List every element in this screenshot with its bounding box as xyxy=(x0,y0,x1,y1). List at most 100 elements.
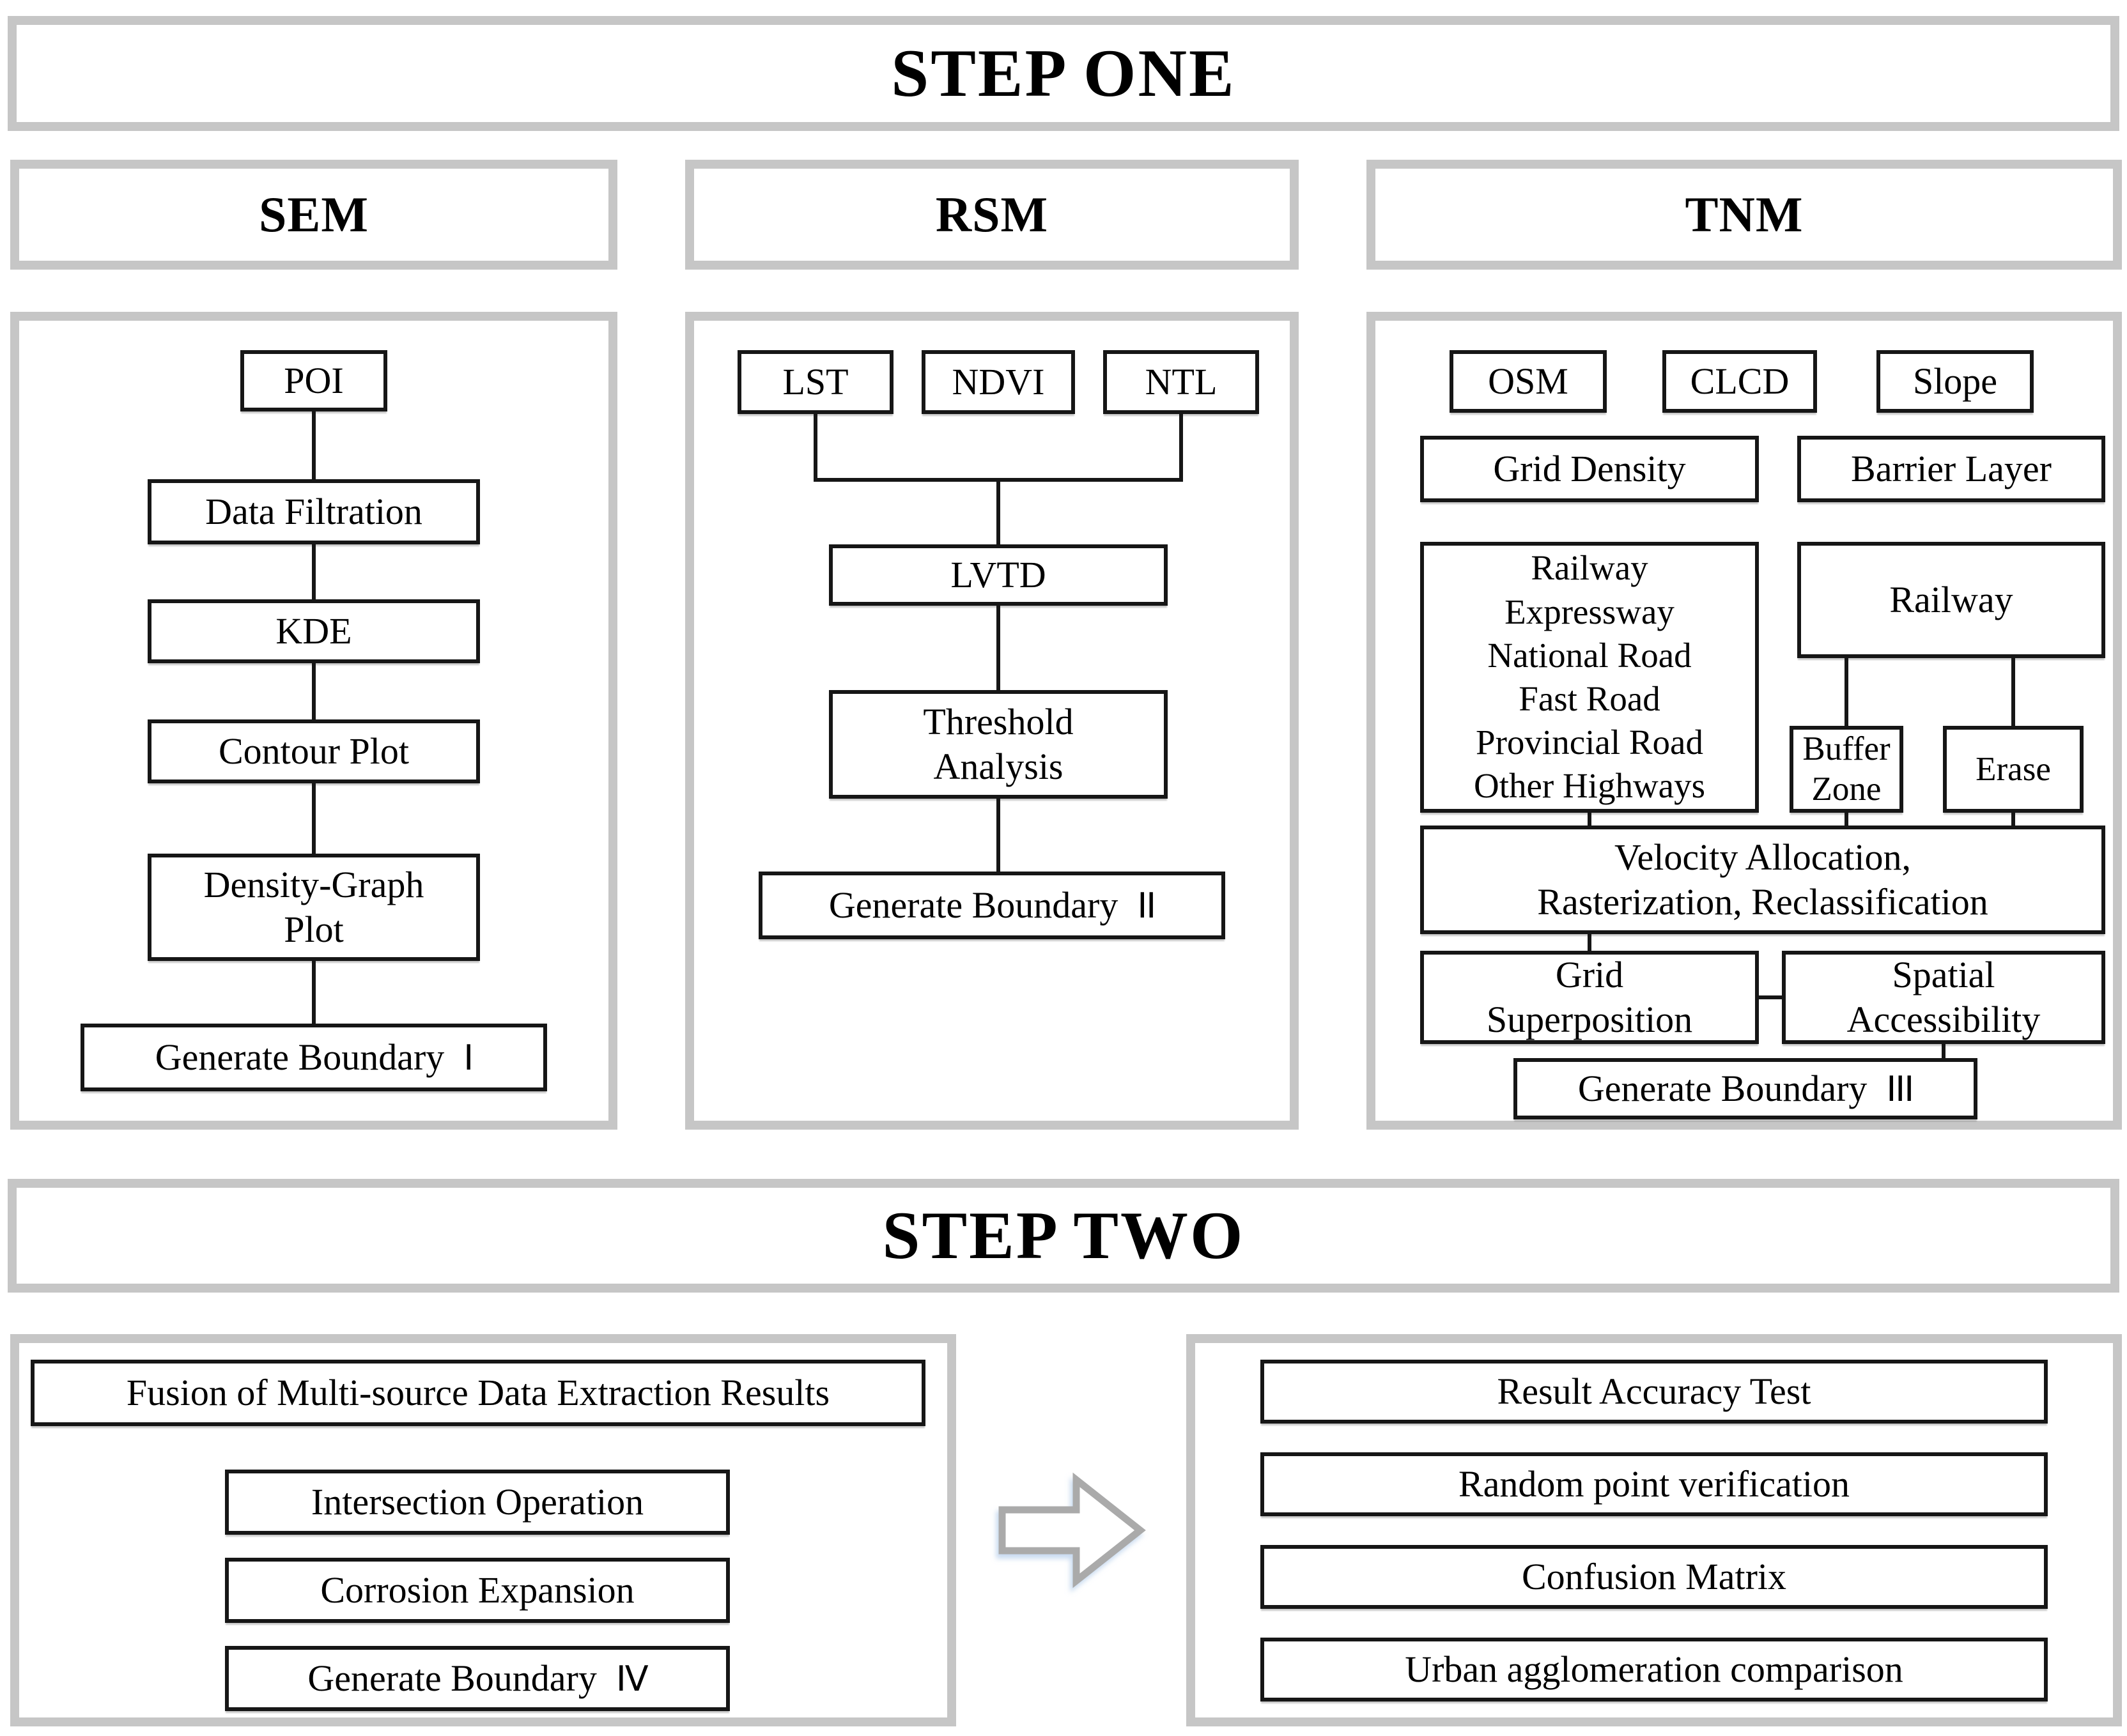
connector-line xyxy=(312,411,316,479)
node-clcd-label: CLCD xyxy=(1690,360,1790,403)
node-buffer-zone: Buffer Zone xyxy=(1790,726,1903,813)
road-type-national-road: National Road xyxy=(1487,635,1692,675)
connector-line xyxy=(1759,995,1782,999)
node-barrier-layer-label: Barrier Layer xyxy=(1851,448,2052,490)
connector-line xyxy=(1179,414,1183,478)
node-contour-plot-label: Contour Plot xyxy=(218,730,410,772)
node-data-filtration-label: Data Filtration xyxy=(205,491,422,533)
connector-line xyxy=(312,783,316,854)
node-generate-boundary-4: Generate Boundary IV xyxy=(225,1646,730,1711)
generate-boundary-4-numeral: IV xyxy=(615,1659,649,1700)
flow-arrow-icon xyxy=(998,1472,1146,1588)
sem-header: SEM xyxy=(10,160,617,270)
connector-line xyxy=(312,961,316,1024)
rsm-header-label: RSM xyxy=(935,187,1049,242)
step-two-title: STEP TWO xyxy=(882,1198,1245,1273)
generate-boundary-2-numeral: II xyxy=(1137,886,1156,926)
connector-line xyxy=(2011,658,2015,726)
node-fusion: Fusion of Multi-source Data Extraction R… xyxy=(31,1360,925,1426)
node-urban-agglomeration-comparison: Urban agglomeration comparison xyxy=(1260,1638,2048,1701)
node-buffer-zone-line1: Buffer xyxy=(1802,730,1891,768)
connector-line xyxy=(312,663,316,719)
connector-line xyxy=(1845,658,1848,726)
node-barrier-layer: Barrier Layer xyxy=(1797,436,2105,502)
node-corrosion-label: Corrosion Expansion xyxy=(320,1569,635,1611)
tnm-header-label: TNM xyxy=(1685,187,1804,242)
sem-header-label: SEM xyxy=(258,187,369,242)
connector-line xyxy=(814,414,817,478)
connector-line xyxy=(312,544,316,599)
node-contour-plot: Contour Plot xyxy=(148,719,480,783)
node-poi: POI xyxy=(240,350,387,411)
step-two-banner: STEP TWO xyxy=(8,1179,2119,1293)
generate-boundary-4-label: Generate Boundary xyxy=(307,1657,597,1700)
node-density-graph-plot: Density-Graph Plot xyxy=(148,854,480,961)
node-osm-label: OSM xyxy=(1488,360,1568,403)
generate-boundary-1-numeral: I xyxy=(463,1038,474,1079)
connector-line xyxy=(1588,934,1591,951)
node-erase: Erase xyxy=(1943,726,2084,813)
node-spatial-accessibility: Spatial Accessibility xyxy=(1782,951,2105,1044)
node-random-point-verification: Random point verification xyxy=(1260,1452,2048,1516)
step-one-title: STEP ONE xyxy=(891,36,1236,111)
node-ndvi-label: NDVI xyxy=(952,361,1045,403)
node-lst-label: LST xyxy=(782,361,849,403)
node-grid-superposition-line1: Grid xyxy=(1555,954,1624,996)
generate-boundary-1-label: Generate Boundary xyxy=(155,1036,445,1079)
node-railway-label: Railway xyxy=(1889,579,2013,621)
node-kde: KDE xyxy=(148,599,480,663)
node-slope: Slope xyxy=(1876,350,2034,413)
node-generate-boundary-3: Generate Boundary III xyxy=(1513,1058,1977,1119)
road-type-other-highways: Other Highways xyxy=(1473,766,1705,806)
node-grid-density-label: Grid Density xyxy=(1493,448,1686,490)
tnm-header: TNM xyxy=(1366,160,2122,270)
node-lvtd: LVTD xyxy=(829,544,1168,606)
generate-boundary-3-numeral: III xyxy=(1886,1069,1914,1110)
node-railway: Railway xyxy=(1797,542,2105,658)
node-spatial-line1: Spatial xyxy=(1892,954,1995,996)
node-velocity-line2: Rasterization, Reclassification xyxy=(1537,881,1988,923)
node-grid-superposition-line2: Superposition xyxy=(1486,999,1693,1040)
node-lvtd-label: LVTD xyxy=(950,554,1046,596)
flow-arrow xyxy=(994,1470,1148,1591)
node-velocity-allocation: Velocity Allocation, Rasterization, Recl… xyxy=(1420,826,2105,934)
node-density-graph-line1: Density-Graph xyxy=(203,864,424,906)
node-intersection-label: Intersection Operation xyxy=(311,1481,644,1523)
rsm-header: RSM xyxy=(685,160,1299,270)
generate-boundary-3-label: Generate Boundary xyxy=(1577,1068,1868,1110)
node-slope-label: Slope xyxy=(1912,360,1998,403)
connector-line xyxy=(1845,813,1848,826)
node-threshold-analysis: Threshold Analysis xyxy=(829,690,1168,799)
node-ntl: NTL xyxy=(1103,350,1259,414)
node-kde-label: KDE xyxy=(275,610,352,652)
connector-line xyxy=(1588,813,1591,826)
connector-line xyxy=(1942,1044,1945,1058)
road-type-provincial-road: Provincial Road xyxy=(1476,723,1703,762)
node-ndvi: NDVI xyxy=(922,350,1075,414)
node-result-accuracy-label: Result Accuracy Test xyxy=(1497,1371,1811,1413)
node-intersection-operation: Intersection Operation xyxy=(225,1470,730,1535)
node-clcd: CLCD xyxy=(1662,350,1817,413)
node-buffer-zone-line2: Zone xyxy=(1811,771,1882,808)
node-generate-boundary-1: Generate Boundary I xyxy=(81,1024,547,1091)
node-confusion-matrix-label: Confusion Matrix xyxy=(1521,1556,1787,1598)
node-osm: OSM xyxy=(1450,350,1607,413)
node-corrosion-expansion: Corrosion Expansion xyxy=(225,1558,730,1623)
node-erase-label: Erase xyxy=(1976,750,2051,788)
node-lst: LST xyxy=(738,350,893,414)
node-result-accuracy-test: Result Accuracy Test xyxy=(1260,1360,2048,1424)
road-type-expressway: Expressway xyxy=(1504,592,1675,631)
node-grid-superposition: Grid Superposition xyxy=(1420,951,1759,1044)
node-threshold-line1: Threshold xyxy=(923,701,1074,743)
connector-line xyxy=(996,478,1000,544)
node-density-graph-line2: Plot xyxy=(284,909,344,950)
node-confusion-matrix: Confusion Matrix xyxy=(1260,1545,2048,1609)
node-random-point-label: Random point verification xyxy=(1458,1463,1850,1505)
node-spatial-line2: Accessibility xyxy=(1846,999,2041,1040)
node-generate-boundary-2: Generate Boundary II xyxy=(759,872,1225,939)
node-grid-density: Grid Density xyxy=(1420,436,1759,502)
step-one-banner: STEP ONE xyxy=(8,16,2119,131)
node-fusion-label: Fusion of Multi-source Data Extraction R… xyxy=(126,1372,830,1414)
generate-boundary-2-label: Generate Boundary xyxy=(828,884,1118,926)
